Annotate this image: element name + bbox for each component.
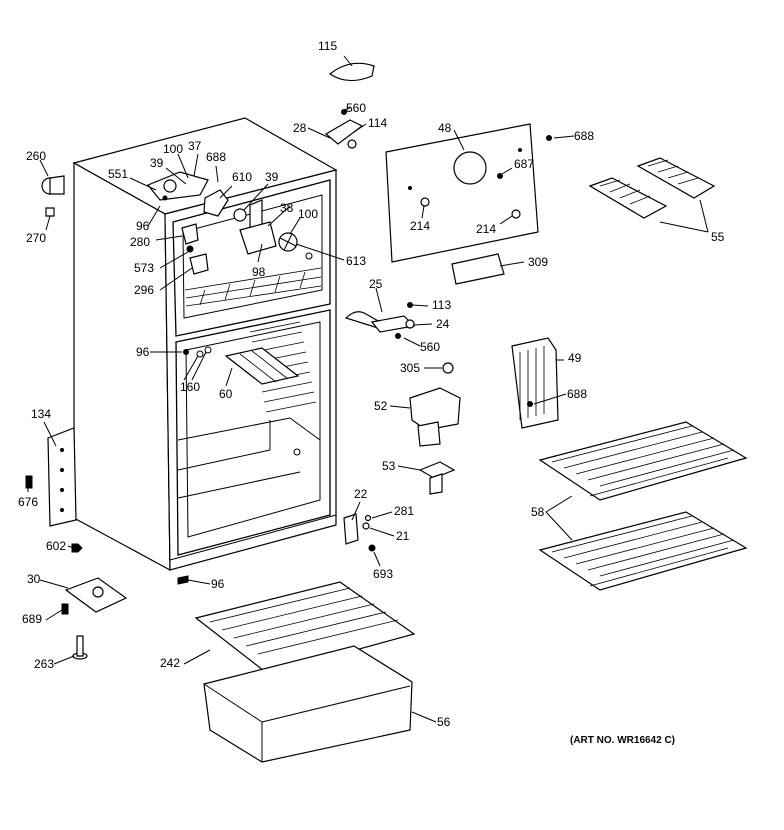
label-560: 560 [420,340,440,354]
label-113: 113 [432,298,451,312]
label-688: 688 [574,129,594,143]
leg-263 [72,635,88,660]
shelf-60 [224,347,300,385]
label-24: 24 [436,317,450,331]
label-573: 573 [134,261,154,275]
ice-trays-55 [588,157,716,219]
label-214: 214 [410,219,430,233]
air-duct-49 [511,337,559,429]
label-25: 25 [369,277,383,291]
label-100: 100 [163,142,183,156]
label-38: 38 [280,201,294,215]
art-number: (ART NO. WR16642 C) [570,735,675,746]
label-305: 305 [400,361,420,375]
label-270: 270 [26,231,46,245]
label-100: 100 [298,207,318,221]
leader-lines [27,55,709,723]
label-613: 613 [346,254,366,268]
hinge-bracket-24 [344,302,416,339]
label-115: 115 [318,39,337,53]
screws [25,349,376,615]
label-689: 689 [22,612,42,626]
thermostat-260 [41,175,65,217]
pad-309 [451,253,505,285]
label-309: 309 [528,255,548,269]
label-96: 96 [136,219,150,233]
label-52: 52 [374,399,388,413]
label-688: 688 [206,150,226,164]
wire-shelf-58-top [538,421,748,501]
label-214: 214 [476,222,496,236]
light-cover-115 [328,62,375,82]
label-560: 560 [346,101,366,115]
control-assembly [147,171,298,275]
evaporator-cover-48 [385,123,552,263]
roller-30 [64,577,128,613]
label-39: 39 [150,156,164,170]
label-39: 39 [265,170,279,184]
label-60: 60 [219,387,233,401]
callout-labels: 115 560 28 114 48 688 687 214 214 260 27… [18,39,725,746]
label-688: 688 [567,387,587,401]
crisper-cover-242 [194,581,416,675]
label-21: 21 [396,529,410,543]
label-676: 676 [18,495,38,509]
label-98: 98 [252,265,266,279]
label-49: 49 [568,351,582,365]
label-37: 37 [188,139,202,153]
label-280: 280 [130,235,150,249]
label-96: 96 [136,345,150,359]
top-hinge [324,109,364,149]
label-56: 56 [437,715,451,729]
label-610: 610 [232,170,252,184]
knob-305 [442,362,454,374]
label-55: 55 [711,230,725,244]
side-panel-134 [47,427,77,527]
bottom-hinge-21 [343,513,372,545]
label-114: 114 [368,116,387,130]
label-30: 30 [27,572,41,586]
label-96: 96 [211,577,225,591]
wire-shelf-58-bottom [538,511,748,591]
label-48: 48 [438,121,452,135]
label-260: 260 [26,149,46,163]
label-551: 551 [108,167,128,181]
damper-52 [409,387,461,447]
label-242: 242 [160,656,180,670]
label-693: 693 [373,567,393,581]
crisper-drawer-56 [203,645,413,763]
label-134: 134 [31,407,51,421]
label-160: 160 [180,380,200,394]
label-602: 602 [46,539,66,553]
label-687: 687 [514,157,534,171]
label-53: 53 [382,459,396,473]
label-281: 281 [394,504,414,518]
label-263: 263 [34,657,54,671]
label-58: 58 [531,505,545,519]
label-28: 28 [293,121,307,135]
part-53 [418,461,456,495]
label-22: 22 [354,487,368,501]
label-296: 296 [134,283,154,297]
